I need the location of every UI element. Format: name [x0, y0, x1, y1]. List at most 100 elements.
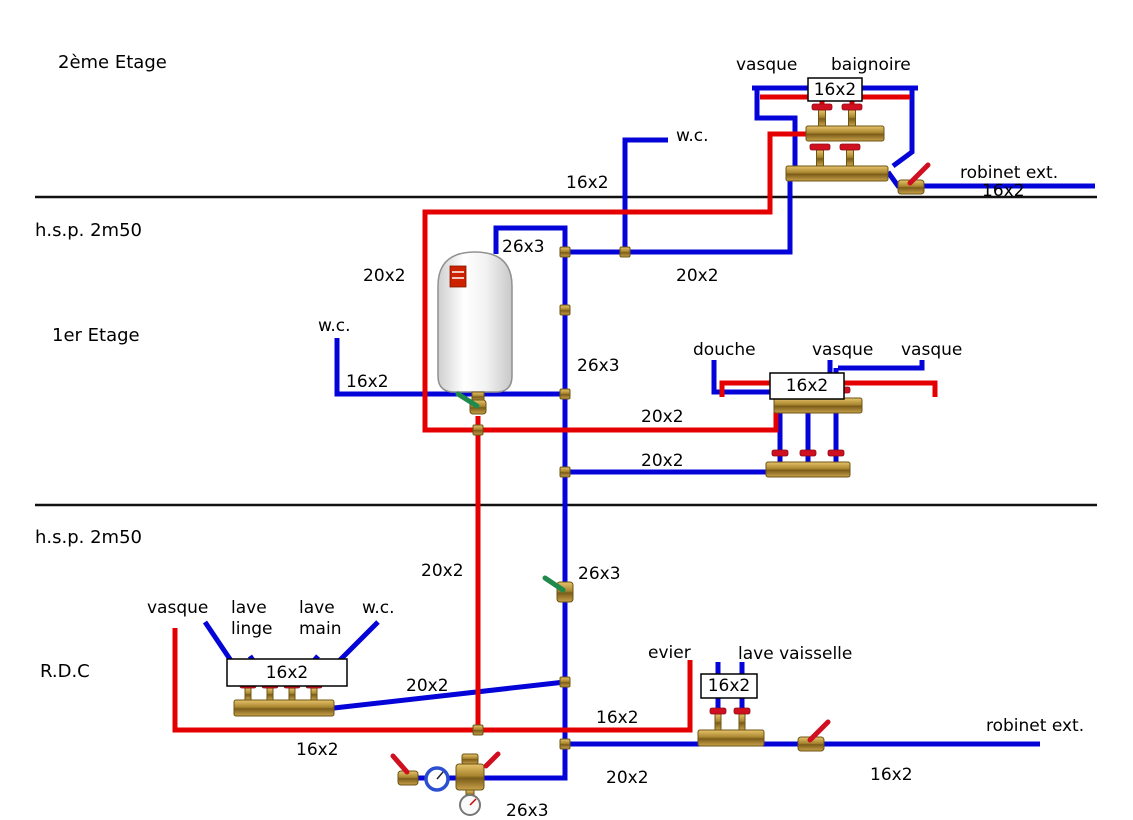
- heater-valve-green-lever: [455, 391, 480, 409]
- size-label-f1-riser-top: 26x3: [502, 237, 545, 257]
- text-labels: 2ème Etage h.s.p. 2m50 1er Etage h.s.p. …: [35, 52, 1084, 820]
- water-heater-label-sticker: [449, 265, 467, 288]
- rdc-evier-valve-handle-1: [709, 707, 727, 715]
- f1-size-box: [769, 372, 845, 400]
- reducer-lever: [483, 751, 501, 769]
- riser-fitting-4: [559, 466, 571, 478]
- size-label-f2-robinet: 16x2: [982, 181, 1025, 201]
- f2-robinet-ext-valve: [897, 162, 931, 195]
- cold-f1-douche-drop-pipe: [711, 360, 778, 395]
- rdc-evier-manifold-bar: [697, 729, 765, 747]
- size-label-rdc-main-run: 20x2: [606, 768, 649, 788]
- f2-size-box: [807, 77, 863, 102]
- fixture-label-f2-robinet-ext: robinet ext.: [960, 163, 1058, 183]
- ceiling-height-label-bottom: h.s.p. 2m50: [35, 527, 142, 548]
- cold-f2-header-right-connector: [891, 88, 915, 169]
- rdc-left-valve-stem-1: [244, 687, 252, 701]
- reducer-body: [455, 763, 485, 791]
- rdc-evier-valve-handle-2: [733, 707, 751, 715]
- size-label-rdc-right-box: 16x2: [708, 676, 751, 696]
- fixture-label-rdc-lave-vaisselle: lave vaisselle: [738, 644, 852, 664]
- size-label-rdc-left-feed: 20x2: [406, 676, 449, 696]
- fixture-label-f2-wc: w.c.: [676, 126, 709, 146]
- fixture-label-f1-vasque-b: vasque: [901, 340, 962, 360]
- fixture-label-rdc-wc: w.c.: [362, 598, 395, 618]
- f2-hot-valve-handle-1: [811, 103, 833, 111]
- f1-hot-manifold-bar: [773, 397, 863, 414]
- fixture-label-f2-vasque: vasque: [736, 55, 797, 75]
- floor-label-etage2: 2ème Etage: [58, 52, 167, 73]
- blue-gauge-needle: [436, 771, 444, 780]
- cold-heater-feed-pipe: [493, 225, 568, 254]
- f2-hot-valve-stem-1: [818, 109, 826, 127]
- f2-hot-valve-handle-2: [841, 103, 863, 111]
- cold-f2-wc-branch-pipe: [622, 137, 668, 252]
- f2-cold-valve-stem-2: [846, 149, 854, 167]
- size-label-rdc-left-box: 16x2: [266, 663, 309, 683]
- f2-cold-manifold-bar: [785, 165, 889, 182]
- reducer-cap: [461, 753, 479, 765]
- f2-robinet-valve-lever: [907, 162, 931, 186]
- riser-shutoff-valve: [542, 575, 574, 603]
- cold-f1-wc-branch-pipe: [334, 338, 563, 397]
- hot-rdc-distribution-pipe: [172, 628, 693, 733]
- rdc-left-manifold-bar: [233, 699, 335, 717]
- blue-gauge: [424, 766, 450, 792]
- f1-cold-valve-handle-1: [771, 449, 789, 457]
- size-label-rdc-evier-hot: 16x2: [596, 708, 639, 728]
- hot-hub-fitting: [472, 424, 484, 436]
- riser-valve-green-lever: [542, 575, 566, 593]
- rdc-right-size-box: [700, 673, 758, 699]
- f2-cold-manifold: [785, 143, 889, 182]
- f1-cold-valve-handle-2: [799, 449, 817, 457]
- f2-hot-manifold: [805, 103, 885, 142]
- fixture-label-rdc-lave-main-1: lave: [299, 598, 335, 618]
- f2-cold-valve-stem-1: [816, 149, 824, 167]
- cold-rdc-left-manifold-feed-pipe: [333, 679, 566, 711]
- riser-fitting-2: [559, 304, 571, 316]
- supply-inlet-group: [390, 751, 501, 816]
- size-label-f1-cold-feed: 20x2: [641, 451, 684, 471]
- f1-cold-manifold: [765, 449, 851, 478]
- size-label-boxes: [226, 77, 863, 699]
- size-label-rdc-bottom: 26x3: [506, 801, 549, 820]
- rdc-evier-valve-stem-1: [714, 713, 722, 731]
- rdc-left-size-box: [226, 658, 348, 687]
- riser-fitting-3: [559, 388, 571, 400]
- size-label-f2-wc: 16x2: [566, 173, 609, 193]
- rdc-left-valve-stem-4: [310, 687, 318, 701]
- inlet-valve: [390, 753, 419, 786]
- size-label-rdc-left-bottom: 16x2: [296, 740, 339, 760]
- cold-branch-to-f2-pipe: [565, 181, 793, 255]
- size-label-f2-box: 16x2: [814, 80, 857, 100]
- f2-hot-manifold-bar: [805, 125, 885, 142]
- heater-shutoff-valve: [455, 391, 487, 415]
- fixture-label-rdc-lave-linge-2: linge: [231, 619, 272, 639]
- size-label-f1-wc: 16x2: [346, 372, 389, 392]
- pressure-gauge-needle: [469, 798, 477, 806]
- rdc-left-manifold: [233, 681, 335, 717]
- riser-fitting-6: [559, 738, 571, 750]
- fixture-label-rdc-lave-linge-1: lave: [231, 598, 267, 618]
- riser-fitting-1: [559, 246, 571, 258]
- ceiling-height-label-top: h.s.p. 2m50: [35, 220, 142, 241]
- fixture-label-rdc-vasque: vasque: [147, 598, 208, 618]
- size-label-rdc-riser: 26x3: [578, 564, 621, 584]
- rdc-evier-manifold: [697, 707, 765, 747]
- size-label-f1-box: 16x2: [786, 376, 829, 396]
- rdc-evier-valve-stem-2: [738, 713, 746, 731]
- size-label-f1-hot-feed: 20x2: [641, 407, 684, 427]
- rdc-left-valve-stem-2: [266, 687, 274, 701]
- cold-f2-header-left-connector: [754, 88, 798, 166]
- fixture-label-f2-baignoire: baignoire: [831, 55, 911, 75]
- hot-rdc-tee-fitting: [472, 724, 484, 736]
- fixture-label-rdc-robinet-ext: robinet ext.: [986, 716, 1084, 736]
- water-heater-body: [437, 251, 513, 393]
- floor-label-rdc: R.D.C: [40, 661, 90, 682]
- f1-cold-manifold-bar: [765, 461, 851, 478]
- pressure-gauge: [459, 794, 481, 816]
- fixture-label-rdc-lave-main-2: main: [299, 619, 341, 639]
- size-label-f1-riser-mid: 26x3: [577, 356, 620, 376]
